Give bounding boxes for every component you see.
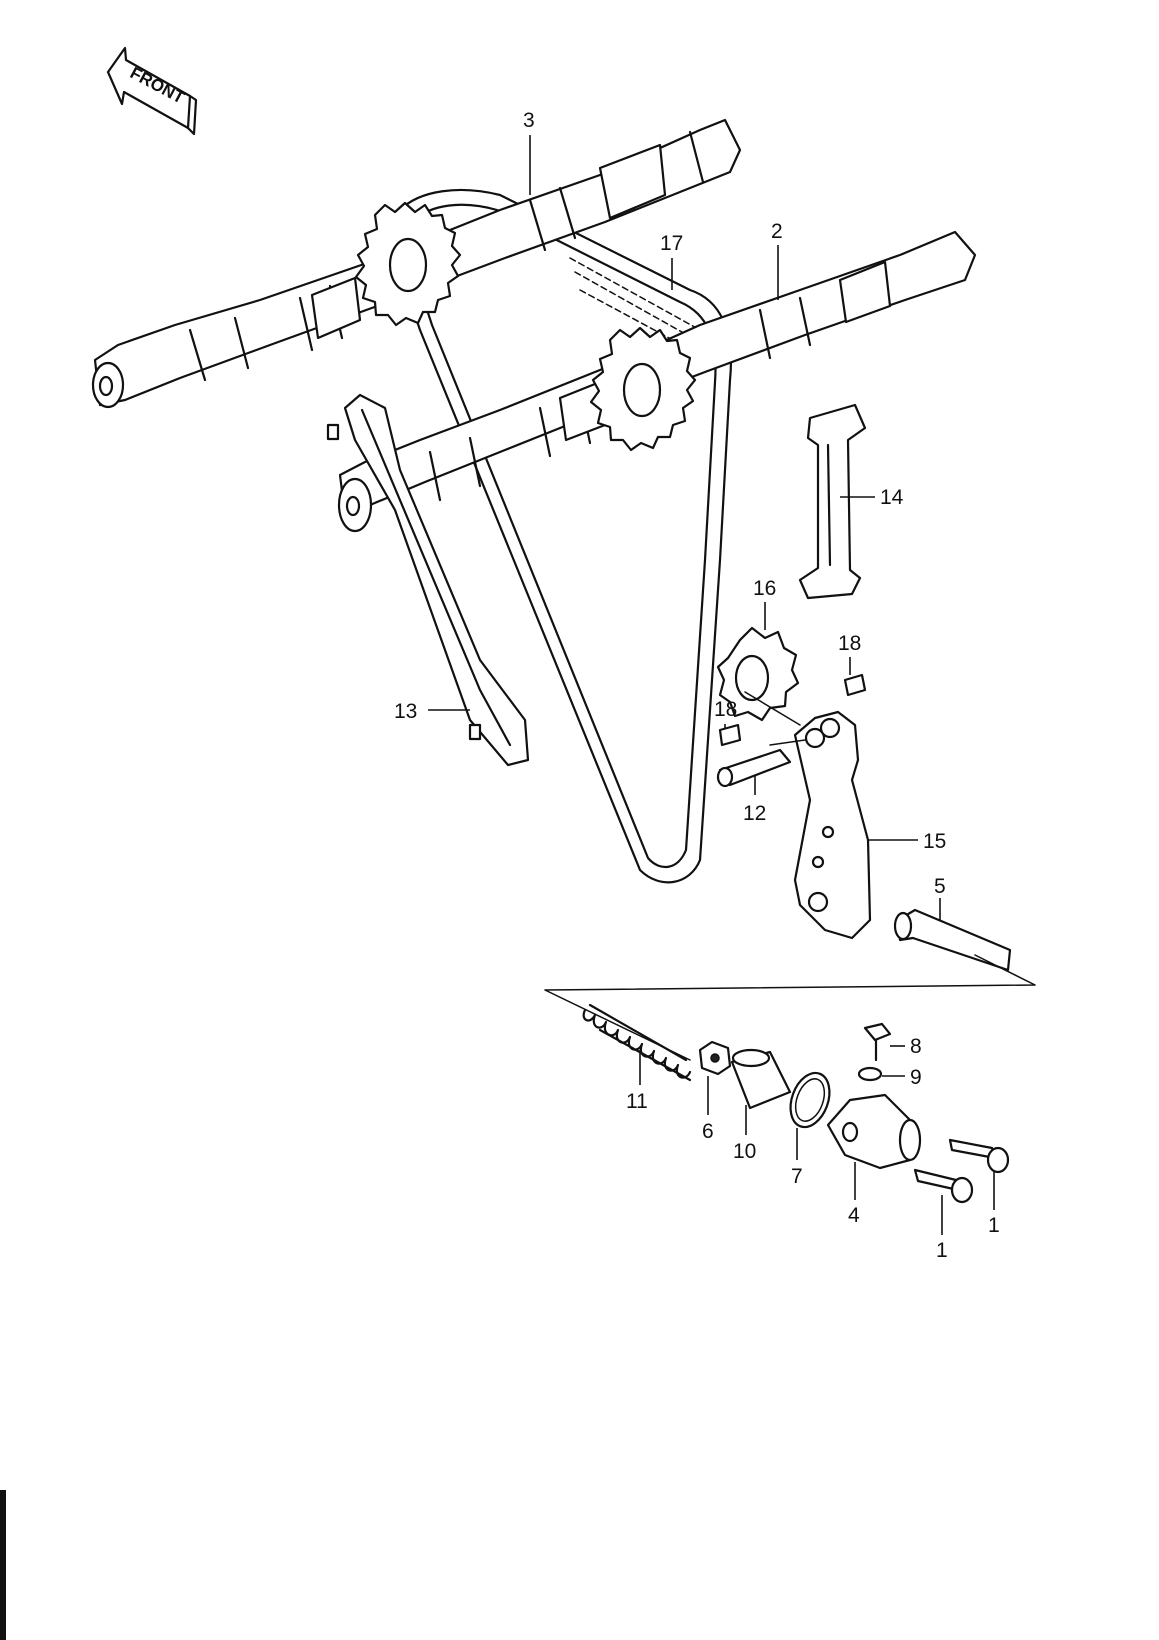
pin [716,748,792,788]
scan-edge-mark [0,1490,6,1640]
leader-lines [428,135,995,1235]
callout-numbers: 3 2 17 14 16 18 13 18 12 15 5 8 9 11 6 1… [394,109,1000,1262]
tensioner-arm [744,691,872,940]
callout-10: 10 [733,1140,756,1163]
o-ring [789,1071,831,1129]
callout-9: 9 [910,1066,922,1089]
key-upper [843,673,867,697]
sprocket-upper [354,201,462,327]
chain-guide [326,393,530,767]
callout-14: 14 [880,486,904,509]
callout-16: 16 [753,577,776,600]
callout-5: 5 [934,875,946,898]
callout-18-lower: 18 [714,698,737,721]
callout-18-upper: 18 [838,632,861,655]
callout-8: 8 [910,1035,922,1058]
callout-6: 6 [702,1120,714,1143]
callout-1-upper: 1 [988,1214,1000,1237]
callout-13: 13 [394,700,417,723]
bolt-upper [948,1138,1010,1174]
callout-17: 17 [660,232,683,255]
nut [698,1040,732,1076]
washer [857,1066,883,1082]
sleeve [730,1048,792,1110]
callout-4: 4 [848,1204,860,1227]
bolt-lower [913,1168,974,1204]
callout-1-lower: 1 [936,1239,948,1262]
callout-7: 7 [791,1165,803,1188]
spring [582,1003,692,1082]
front-arrow: FRONT [106,46,198,136]
arm-shaft [893,908,1012,972]
callout-12: 12 [743,802,766,825]
callout-11: 11 [626,1090,648,1113]
callout-3: 3 [523,109,535,132]
callout-15: 15 [923,830,946,853]
bolt [863,1022,892,1062]
tensioner-body [826,1093,922,1170]
callout-2: 2 [771,220,783,243]
sprocket-lower [589,326,697,452]
assembly-boundary [544,954,1036,1061]
chain-guide-upper [798,403,867,600]
key-lower [718,723,742,747]
tensioner-sprocket [716,626,800,722]
